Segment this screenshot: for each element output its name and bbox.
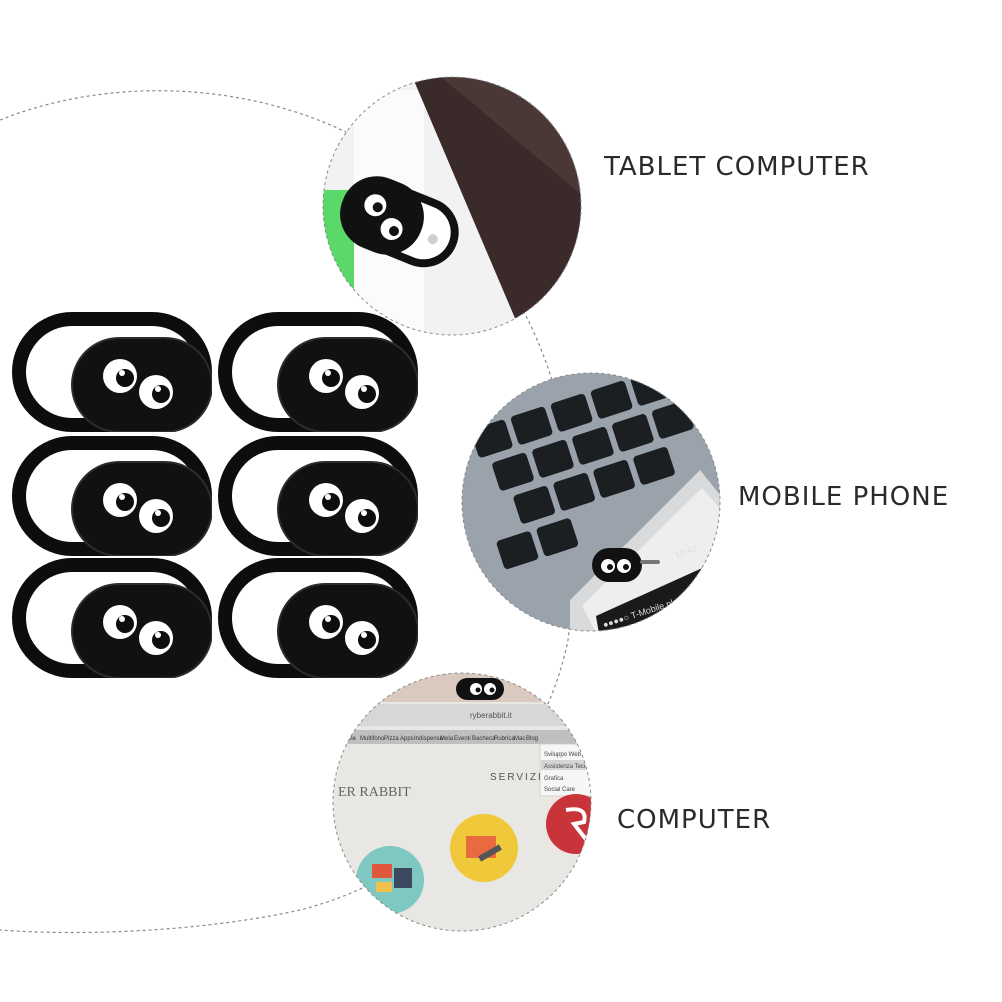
webcam-cover — [12, 558, 212, 678]
menu-item: Assistenza Tecnica — [544, 764, 596, 770]
nav-item: Blog — [526, 736, 538, 742]
computer-photo: ryberabbit.it Home Multifono Pizza Apps … — [333, 673, 596, 931]
menu-item: Sviluppo Web — [544, 752, 582, 758]
website-nav: Home Multifono Pizza Apps Indispensa Mel… — [340, 736, 538, 742]
phone-photo: ●●●●○ T-Mobile.pl 10:43 — [462, 373, 720, 631]
tablet-circle-border — [322, 76, 582, 336]
webcam-cover-set — [12, 312, 418, 678]
website-section-title: SERVIZI — [490, 772, 543, 783]
nav-item: Apps — [400, 736, 414, 742]
nav-item: Pizza — [384, 736, 399, 742]
nav-item: Mela — [440, 736, 454, 742]
nav-item: Eventi — [454, 736, 471, 742]
computer-label: COMPUTER — [617, 805, 772, 835]
dotted-guide-arc — [0, 90, 576, 934]
menu-item: Grafica — [544, 776, 564, 782]
nav-item: Indispensa — [414, 736, 444, 742]
tablet-computer-label: TABLET COMPUTER — [604, 152, 870, 182]
mobile-phone-label: MOBILE PHONE — [738, 482, 950, 512]
website-url: ryberabbit.it — [470, 711, 513, 720]
nav-item: Multifono — [360, 736, 385, 742]
website-brand: ER RABBIT — [338, 785, 411, 800]
webcam-cover — [12, 312, 212, 432]
computer-circle-border — [332, 672, 592, 932]
webcam-cover — [12, 436, 212, 556]
webcam-cover — [218, 558, 418, 678]
menu-item: Social Care — [544, 787, 576, 793]
nav-item: Mac — [514, 736, 525, 742]
tablet-photo — [323, 77, 581, 335]
phone-circle-border — [461, 372, 721, 632]
webcam-cover — [218, 436, 418, 556]
nav-item: Bacheca — [472, 736, 496, 742]
nav-item: Rubrica — [494, 736, 515, 742]
webcam-cover — [218, 312, 418, 432]
